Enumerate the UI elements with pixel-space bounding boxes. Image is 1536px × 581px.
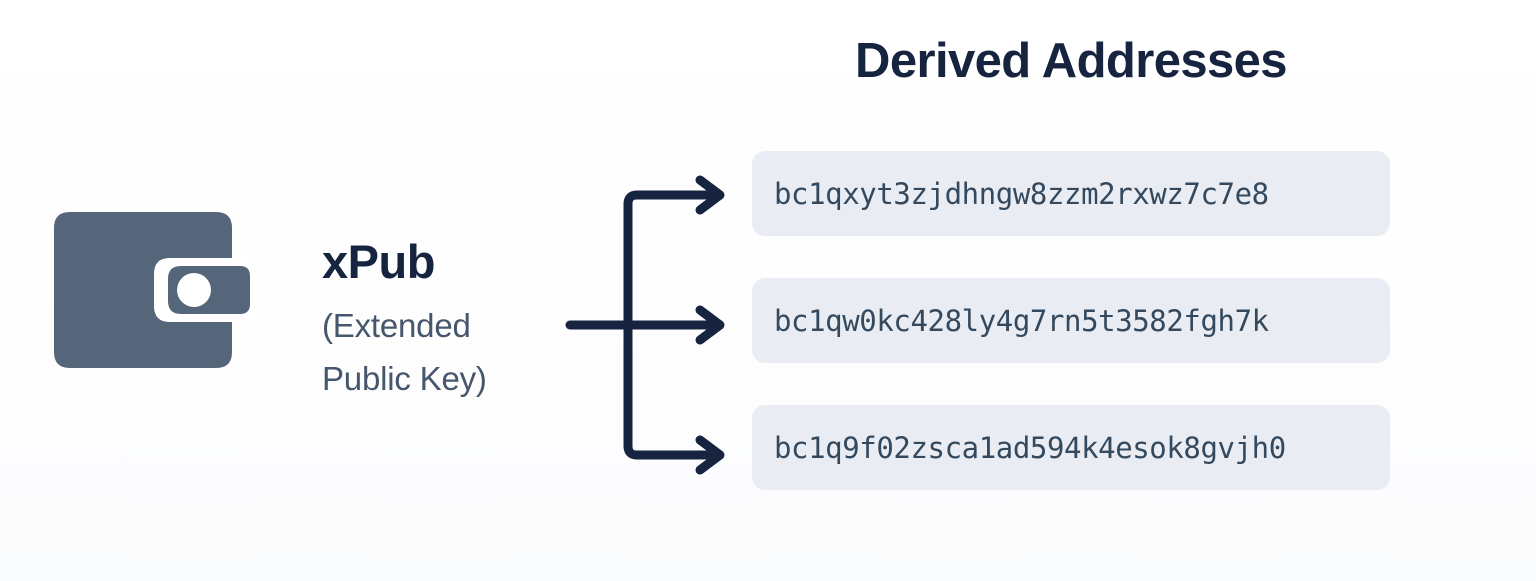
- xpub-label-group: xPub (Extended Public Key): [322, 238, 562, 406]
- address-value: bc1q9f02zsca1ad594k4esok8gvjh0: [774, 430, 1286, 465]
- address-card[interactable]: bc1q9f02zsca1ad594k4esok8gvjh0: [752, 405, 1390, 490]
- page-title: Derived Addresses: [855, 34, 1288, 88]
- derived-address-list: bc1qxyt3zjdhngw8zzm2rxwz7c7e8 bc1qw0kc42…: [752, 151, 1390, 490]
- address-card[interactable]: bc1qw0kc428ly4g7rn5t3582fgh7k: [752, 278, 1390, 363]
- address-value: bc1qw0kc428ly4g7rn5t3582fgh7k: [774, 303, 1269, 338]
- address-value: bc1qxyt3zjdhngw8zzm2rxwz7c7e8: [774, 176, 1269, 211]
- xpub-subtitle-line-2: Public Key): [322, 360, 487, 398]
- wallet-icon: [44, 200, 264, 380]
- xpub-subtitle-line-1: (Extended: [322, 307, 471, 344]
- xpub-subtitle: (Extended Public Key): [322, 299, 562, 406]
- branch-arrows-icon: [560, 170, 740, 480]
- address-card[interactable]: bc1qxyt3zjdhngw8zzm2rxwz7c7e8: [752, 151, 1390, 236]
- xpub-title: xPub: [322, 235, 435, 288]
